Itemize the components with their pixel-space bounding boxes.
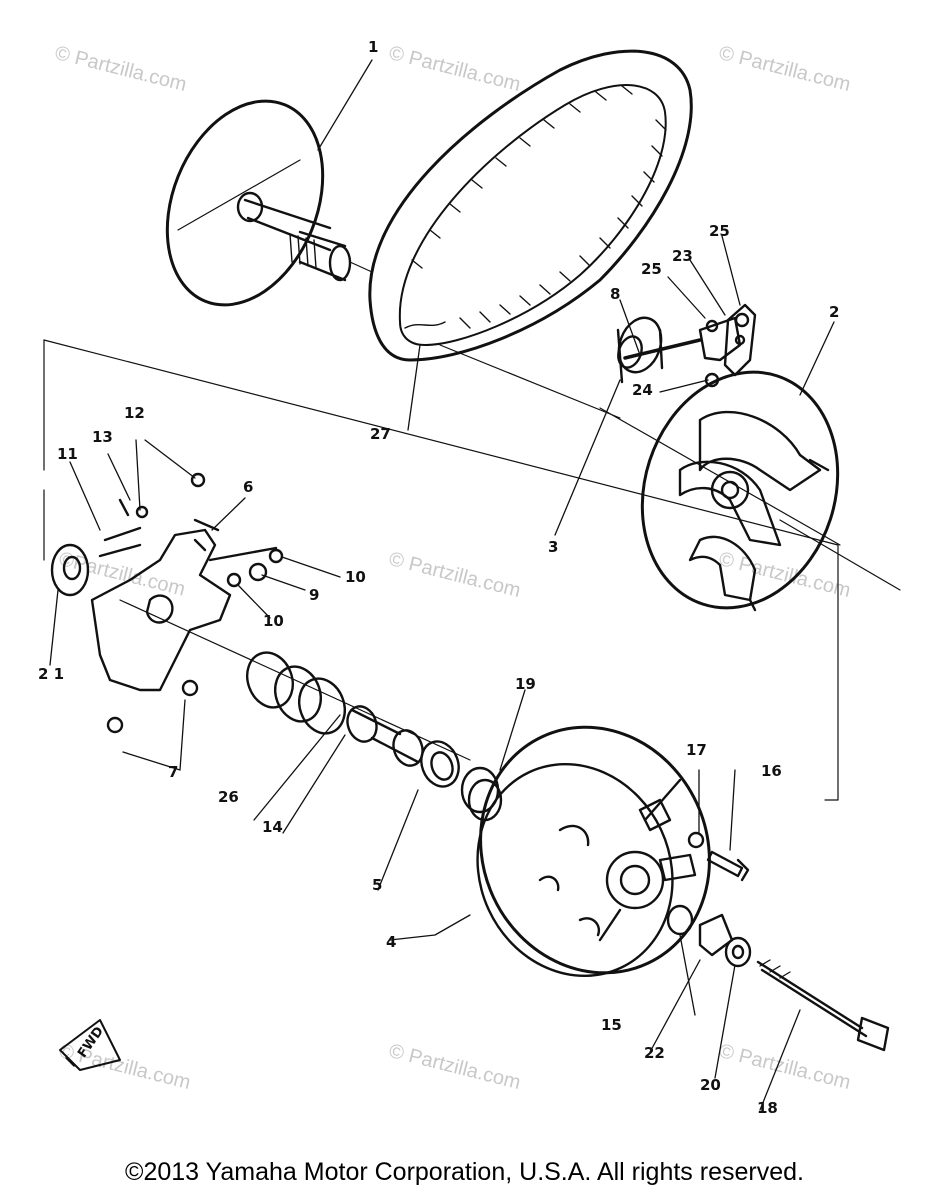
fwd-arrow-icon <box>59 1019 121 1071</box>
bolt-16-17-part <box>687 831 750 882</box>
callout-14: 14 <box>262 818 283 836</box>
callout-7: 7 <box>168 763 179 781</box>
callout-25b: 25 <box>709 222 730 240</box>
callout-27: 27 <box>370 425 391 443</box>
clutch-cover-part <box>50 472 206 597</box>
callout-8: 8 <box>610 285 621 303</box>
sheave-disc-part <box>165 99 373 307</box>
callout-1: 1 <box>368 38 379 56</box>
washers-and-bolt-part <box>666 904 890 1052</box>
callout-11: 11 <box>57 445 78 463</box>
bushing-part <box>616 316 664 384</box>
callout-9: 9 <box>309 586 320 604</box>
callout-18: 18 <box>757 1099 778 1117</box>
callout-10b: 10 <box>263 612 284 630</box>
callout-25a: 25 <box>641 260 662 278</box>
callout-26: 26 <box>218 788 239 806</box>
callout-22: 22 <box>644 1044 665 1062</box>
callout-23: 23 <box>672 247 693 265</box>
copyright-notice: ©2013 Yamaha Motor Corporation, U.S.A. A… <box>125 1158 804 1186</box>
callout-20: 20 <box>700 1076 721 1094</box>
sleeve-part <box>346 705 424 767</box>
callout-15: 15 <box>601 1016 622 1034</box>
callout-3: 3 <box>548 538 559 556</box>
v-belt-part <box>368 49 693 362</box>
callout-5: 5 <box>372 876 383 894</box>
callout-24: 24 <box>632 381 653 399</box>
callout-13: 13 <box>92 428 113 446</box>
callout-19: 19 <box>515 675 536 693</box>
callout-4: 4 <box>386 933 397 951</box>
callout-16: 16 <box>761 762 782 780</box>
fixed-sheave-plate-part <box>640 370 840 612</box>
cam-arm-part <box>90 518 284 734</box>
ring-part <box>420 740 460 788</box>
callout-12: 12 <box>124 404 145 422</box>
callout-6: 6 <box>243 478 254 496</box>
spring-part <box>246 651 346 735</box>
movable-sheave-part <box>476 725 711 977</box>
callout-17: 17 <box>686 741 707 759</box>
collar-part <box>460 766 503 822</box>
callout-10a: 10 <box>345 568 366 586</box>
callout-21: 2 1 <box>38 665 65 683</box>
callout-2: 2 <box>829 303 840 321</box>
